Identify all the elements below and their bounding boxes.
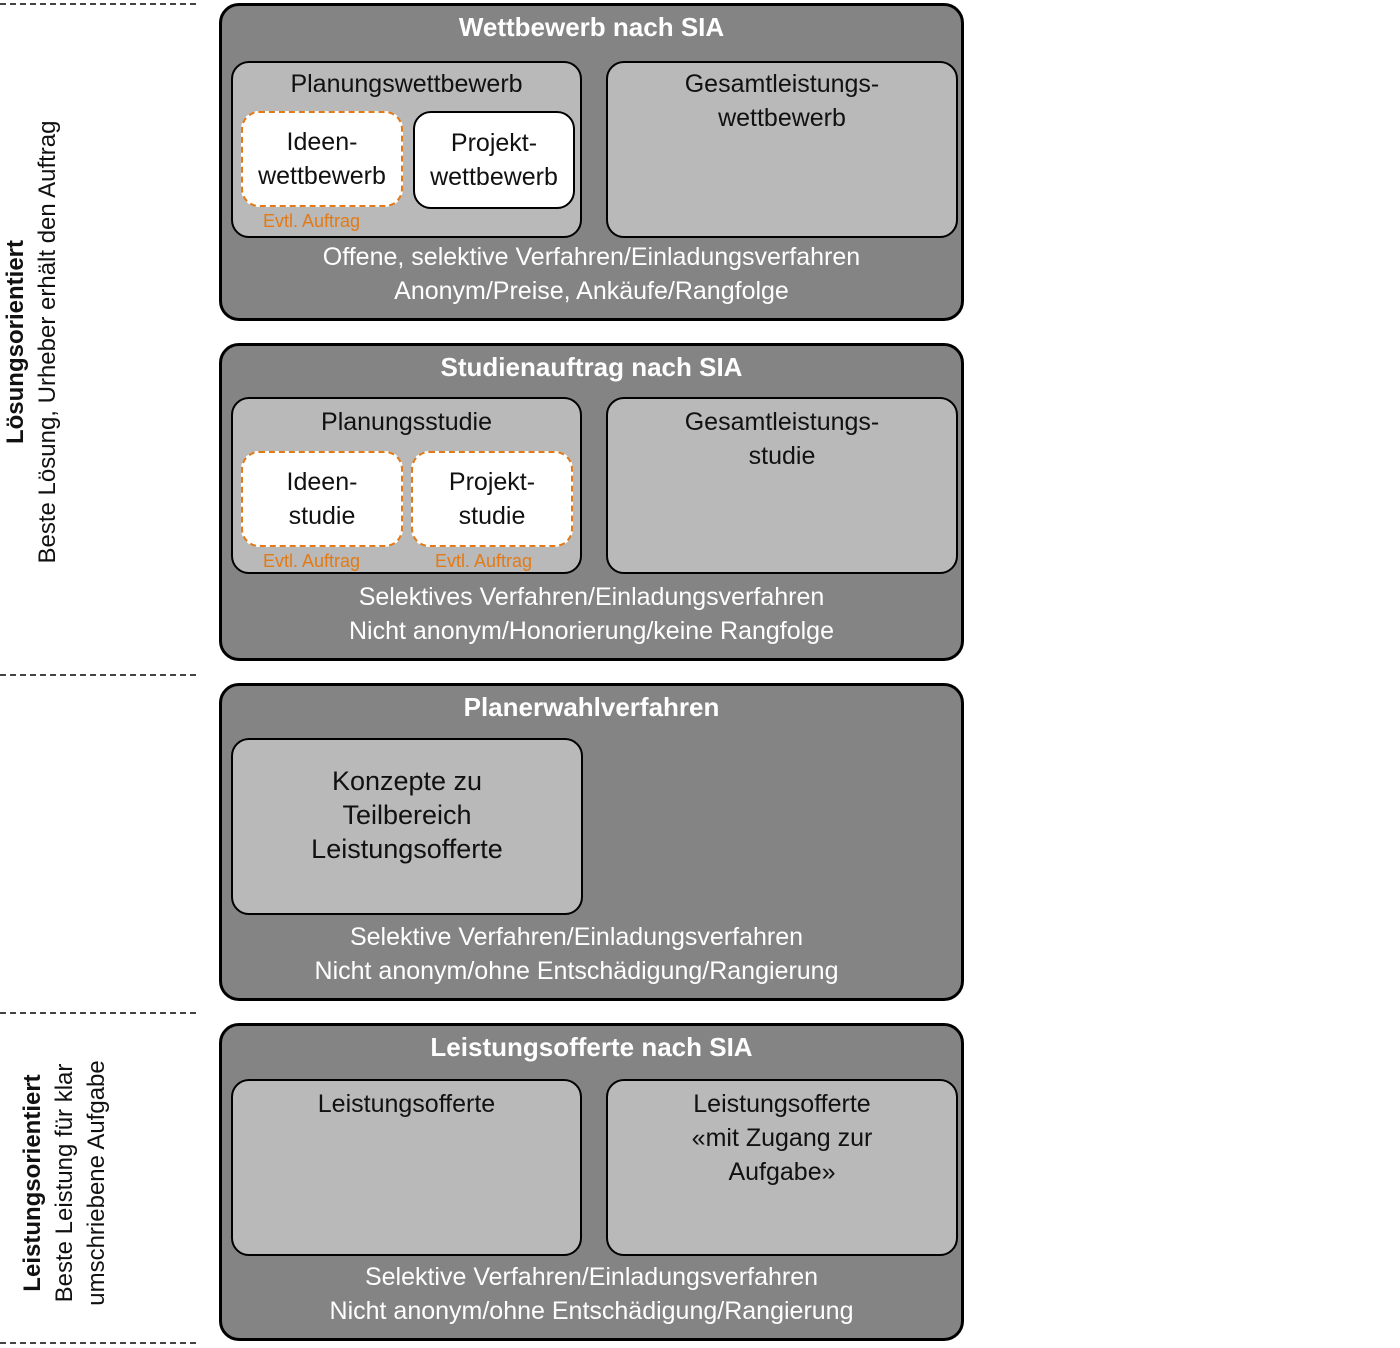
box-wettbewerb-foot-line2: Anonym/Preise, Ankäufe/Rangfolge xyxy=(394,277,789,305)
planungswettbewerb-panel: Planungswettbewerb Ideen- wettbewerb Evt… xyxy=(231,61,582,238)
leistungsofferte-panel: Leistungsofferte xyxy=(231,1079,582,1256)
leistungsofferte-zugang-line2: «mit Zugang zur xyxy=(691,1124,873,1152)
projektwettbewerb-tile: Projekt- wettbewerb xyxy=(413,111,575,209)
konzepte-line2: Teilbereich xyxy=(342,800,472,830)
ideenwettbewerb-line2: wettbewerb xyxy=(258,162,386,190)
gesamtleistungsstudie-line1: Gesamtleistungs- xyxy=(684,408,880,436)
projektwettbewerb-line2: wettbewerb xyxy=(430,163,558,191)
box-planerwahlverfahren: Planerwahlverfahren Konzepte zu Teilbere… xyxy=(219,683,964,1001)
leistungsofferte-label: Leistungsofferte xyxy=(317,1090,496,1118)
box-studienauftrag-footer: Selektives Verfahren/Einladungsverfahren… xyxy=(222,580,961,648)
divider-bottom xyxy=(0,1342,196,1344)
side-title-loesungsorientiert: Lösungsorientiert xyxy=(2,240,29,445)
box-planerwahlverfahren-footer: Selektive Verfahren/Einladungsverfahren … xyxy=(222,920,931,988)
box-planerwahlverfahren-foot-line2: Nicht anonym/ohne Entschädigung/Rangieru… xyxy=(314,957,839,985)
side-title-leistungsorientiert: Leistungsorientiert xyxy=(19,1074,46,1292)
ideenwettbewerb-note: Evtl. Auftrag xyxy=(263,211,361,231)
ideenwettbewerb-line1: Ideen- xyxy=(286,128,358,156)
box-planerwahlverfahren-foot-line1: Selektive Verfahren/Einladungsverfahren xyxy=(349,923,804,951)
side-label-leistungsorientiert: Leistungsorientiert Beste Leistung für k… xyxy=(17,1033,113,1333)
leistungsofferte-zugang-line1: Leistungsofferte xyxy=(693,1090,871,1118)
gesamtleistungswettbewerb-panel: Gesamtleistungs- wettbewerb xyxy=(606,61,958,238)
box-studienauftrag-title: Studienauftrag nach SIA xyxy=(440,352,743,382)
box-planerwahlverfahren-title: Planerwahlverfahren xyxy=(463,692,720,722)
side-subtitle-leistungsorientiert-1: Beste Leistung für klar xyxy=(51,1063,78,1303)
projektstudie-line2: studie xyxy=(458,502,526,530)
projektwettbewerb-line1: Projekt- xyxy=(450,129,538,157)
divider-lower xyxy=(0,1012,196,1014)
ideenstudie-tile: Ideen- studie xyxy=(241,451,403,547)
planungswettbewerb-label: Planungswettbewerb xyxy=(290,70,523,98)
ideenwettbewerb-tile: Ideen- wettbewerb xyxy=(241,111,403,207)
konzepte-line1: Konzepte zu xyxy=(331,766,483,796)
box-studienauftrag: Studienauftrag nach SIA Planungsstudie I… xyxy=(219,343,964,661)
ideenstudie-line2: studie xyxy=(288,502,356,530)
box-leistungsofferte-footer: Selektive Verfahren/Einladungsverfahren … xyxy=(222,1260,961,1328)
leistungsofferte-zugang-panel: Leistungsofferte «mit Zugang zur Aufgabe… xyxy=(606,1079,958,1256)
box-studienauftrag-foot-line1: Selektives Verfahren/Einladungsverfahren xyxy=(358,583,825,611)
box-wettbewerb: Wettbewerb nach SIA Planungswettbewerb I… xyxy=(219,3,964,321)
projektstudie-line1: Projekt- xyxy=(448,468,536,496)
side-label-loesungsorientiert: Lösungsorientiert Beste Lösung, Urheber … xyxy=(0,82,64,602)
ideenstudie-line1: Ideen- xyxy=(286,468,358,496)
planungsstudie-label: Planungsstudie xyxy=(321,408,492,436)
box-leistungsofferte: Leistungsofferte nach SIA Leistungsoffer… xyxy=(219,1023,964,1341)
box-leistungsofferte-foot-line2: Nicht anonym/ohne Entschädigung/Rangieru… xyxy=(329,1297,854,1325)
divider-middle xyxy=(0,674,196,676)
box-wettbewerb-title: Wettbewerb nach SIA xyxy=(458,12,725,42)
projektstudie-note: Evtl. Auftrag xyxy=(435,551,533,571)
divider-top xyxy=(0,3,196,5)
ideenstudie-note: Evtl. Auftrag xyxy=(263,551,361,571)
gesamtleistungswettbewerb-line2: wettbewerb xyxy=(718,104,846,132)
box-wettbewerb-foot-line1: Offene, selektive Verfahren/Einladungsve… xyxy=(322,243,861,271)
konzepte-panel: Konzepte zu Teilbereich Leistungsofferte xyxy=(231,738,583,915)
gesamtleistungsstudie-line2: studie xyxy=(748,442,816,470)
gesamtleistungswettbewerb-line1: Gesamtleistungs- xyxy=(684,70,880,98)
box-wettbewerb-footer: Offene, selektive Verfahren/Einladungsve… xyxy=(222,240,961,308)
gesamtleistungsstudie-panel: Gesamtleistungs- studie xyxy=(606,397,958,574)
side-subtitle-loesungsorientiert: Beste Lösung, Urheber erhält den Auftrag xyxy=(34,120,61,564)
planungsstudie-panel: Planungsstudie Ideen- studie Evtl. Auftr… xyxy=(231,397,582,574)
side-subtitle-leistungsorientiert-2: umschriebene Aufgabe xyxy=(83,1060,110,1306)
konzepte-line3: Leistungsofferte xyxy=(311,834,503,864)
box-studienauftrag-foot-line2: Nicht anonym/Honorierung/keine Rangfolge xyxy=(348,617,834,645)
box-leistungsofferte-title: Leistungsofferte nach SIA xyxy=(430,1032,753,1062)
projektstudie-tile: Projekt- studie xyxy=(411,451,573,547)
leistungsofferte-zugang-line3: Aufgabe» xyxy=(728,1158,836,1186)
box-leistungsofferte-foot-line1: Selektive Verfahren/Einladungsverfahren xyxy=(364,1263,819,1291)
